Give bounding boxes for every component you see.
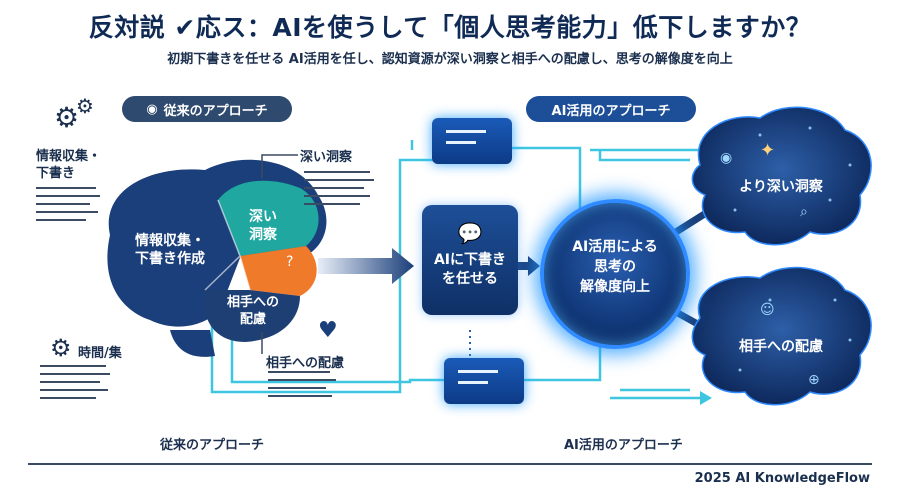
- connector-left-bottom: [230, 320, 448, 384]
- heart-hands-icon: ♥: [318, 318, 338, 343]
- connector-left-top: [210, 158, 448, 394]
- gear-bottom-icon: ⚙: [50, 334, 72, 362]
- brain-segment-orange: [240, 246, 317, 296]
- right-brain-bottom: [691, 266, 872, 406]
- gear-small-icon: ⚙: [76, 94, 94, 118]
- ai-draft-label: AIに下書き を任せる: [433, 252, 507, 287]
- chat-bubble-icon: 💬: [457, 221, 483, 245]
- brain-label-info: 情報収集・ 下書き作成: [135, 233, 205, 267]
- pill-traditional-label: 従来のアプローチ: [163, 103, 268, 119]
- gear-icon: ⚙: [54, 101, 80, 134]
- brain-top-label: より深い洞察: [739, 179, 823, 195]
- people-icon: ☺: [760, 302, 775, 318]
- footer-divider: [28, 463, 872, 465]
- question-icon: ?: [286, 254, 294, 270]
- page-title: 反対説 ✔応ス：AIを使うして「個人思考能力」低下しますか？: [88, 13, 812, 42]
- left-brain: [107, 159, 327, 357]
- magnifier-icon: ⌕: [800, 204, 808, 220]
- pill-ai: AI活用のアプローチ: [526, 96, 696, 122]
- ai-draft-box: 💬 AIに下書き を任せる: [422, 205, 518, 315]
- big-arrow-left: [318, 248, 414, 284]
- label-deep-insight: 深い洞察: [300, 150, 353, 165]
- ai-hub-circle: AI活用による 思考の 解像度向上: [540, 199, 690, 349]
- chat-chip-bottom: [444, 358, 524, 404]
- connector-chip-hub-top: [512, 146, 582, 210]
- label-info-collection: 情報収集・ 下書き: [36, 149, 102, 181]
- brain-segment-care: [204, 290, 300, 342]
- magnifier-plus-icon: ⊕: [808, 372, 820, 388]
- ai-hub-label: AI活用による 思考の 解像度向上: [572, 239, 658, 295]
- page-subtitle: 初期下書きを任せる AI活用を任し、認知資源が深い洞察と相手への配慮し、思考の解…: [167, 52, 733, 67]
- brain-label-deep: 深い 洞察: [249, 209, 277, 243]
- label-care: 相手への配慮: [266, 356, 345, 371]
- brain-bottom-label: 相手への配慮: [739, 339, 823, 355]
- brain-pill-icon: ◉: [146, 101, 158, 117]
- bottom-label-ai: AI活用のアプローチ: [564, 438, 683, 453]
- callout-deep: [261, 154, 298, 178]
- lightbulb-icon: ✦: [760, 140, 776, 161]
- footer-credit: 2025 AI KnowledgeFlow: [694, 471, 870, 486]
- label-time: 時間/集: [78, 346, 122, 361]
- sparkles: [733, 126, 852, 372]
- brain-label-care: 相手への 配慮: [226, 295, 279, 327]
- brain-segment-deep: [218, 180, 319, 256]
- chat-chip-top: [432, 118, 512, 164]
- arrowhead-bottom: [700, 391, 712, 405]
- arrow-box-hub: [518, 256, 540, 276]
- right-brain-top: [691, 106, 872, 246]
- bottom-label-traditional: 従来のアプローチ: [160, 438, 265, 453]
- text-lines: [36, 171, 374, 399]
- connector-lines: [210, 140, 700, 400]
- pill-traditional: ◉ 従来のアプローチ: [122, 96, 292, 122]
- eye-icon: ◉: [720, 150, 733, 166]
